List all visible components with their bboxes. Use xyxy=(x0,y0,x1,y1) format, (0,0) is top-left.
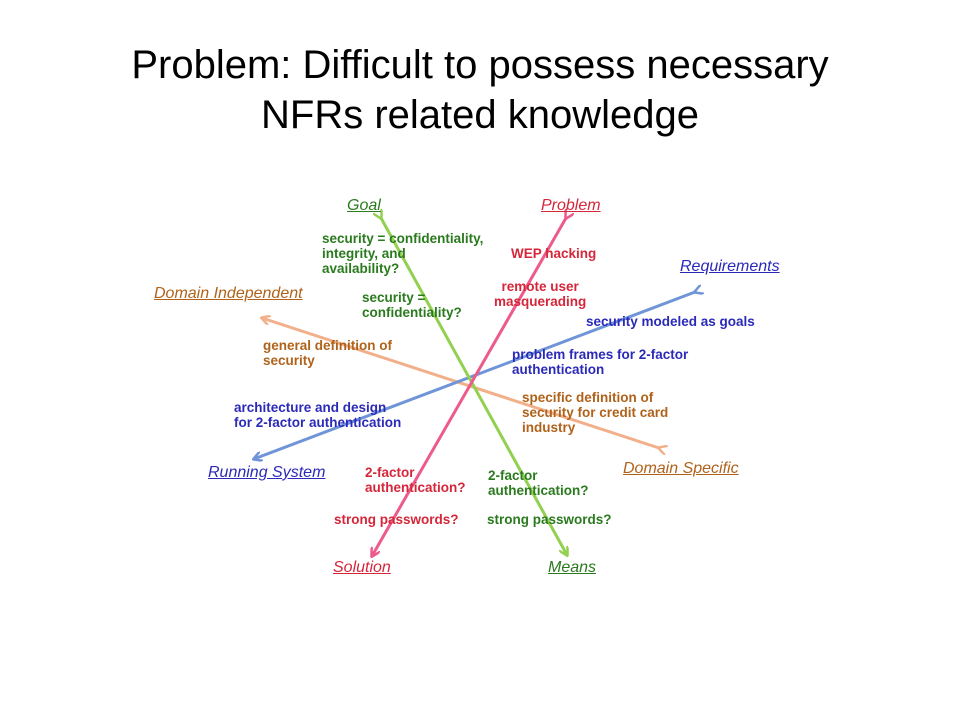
title-line-2: NFRs related knowledge xyxy=(261,93,699,137)
problem-solution-axis xyxy=(372,218,566,556)
domain-specific-label: Domain Specific xyxy=(623,460,739,477)
problem-frames-note: problem frames for 2-factor authenticati… xyxy=(512,347,689,377)
security-goals-note: security modeled as goals xyxy=(586,314,755,329)
solution-label: Solution xyxy=(333,559,391,576)
means-label: Means xyxy=(548,559,597,576)
wep-hacking-note: WEP hacking xyxy=(511,246,597,261)
solution-passwords-note: strong passwords? xyxy=(334,512,459,527)
slide-title: Problem: Difficult to possess necessary … xyxy=(0,40,960,140)
title-line-1: Problem: Difficult to possess necessary xyxy=(131,43,829,87)
requirements-label: Requirements xyxy=(680,258,780,275)
means-2factor-note: 2-factor authentication? xyxy=(488,468,589,498)
goal-label: Goal xyxy=(347,197,381,214)
general-definition-note: general definition of security xyxy=(263,338,393,368)
running-system-label: Running System xyxy=(208,464,326,481)
problem-label: Problem xyxy=(541,197,601,214)
specific-definition-note: specific definition of security for cred… xyxy=(522,390,669,435)
goal-security-conf-note: security = confidentiality? xyxy=(362,290,462,320)
means-passwords-note: strong passwords? xyxy=(487,512,612,527)
remote-user-note: remote user masquerading xyxy=(494,279,587,309)
architecture-note: architecture and design for 2-factor aut… xyxy=(234,400,402,430)
solution-2factor-note: 2-factor authentication? xyxy=(365,465,466,495)
goal-security-full-note: security = confidentiality, integrity, a… xyxy=(322,231,484,276)
domain-independent-label: Domain Independent xyxy=(154,285,303,302)
